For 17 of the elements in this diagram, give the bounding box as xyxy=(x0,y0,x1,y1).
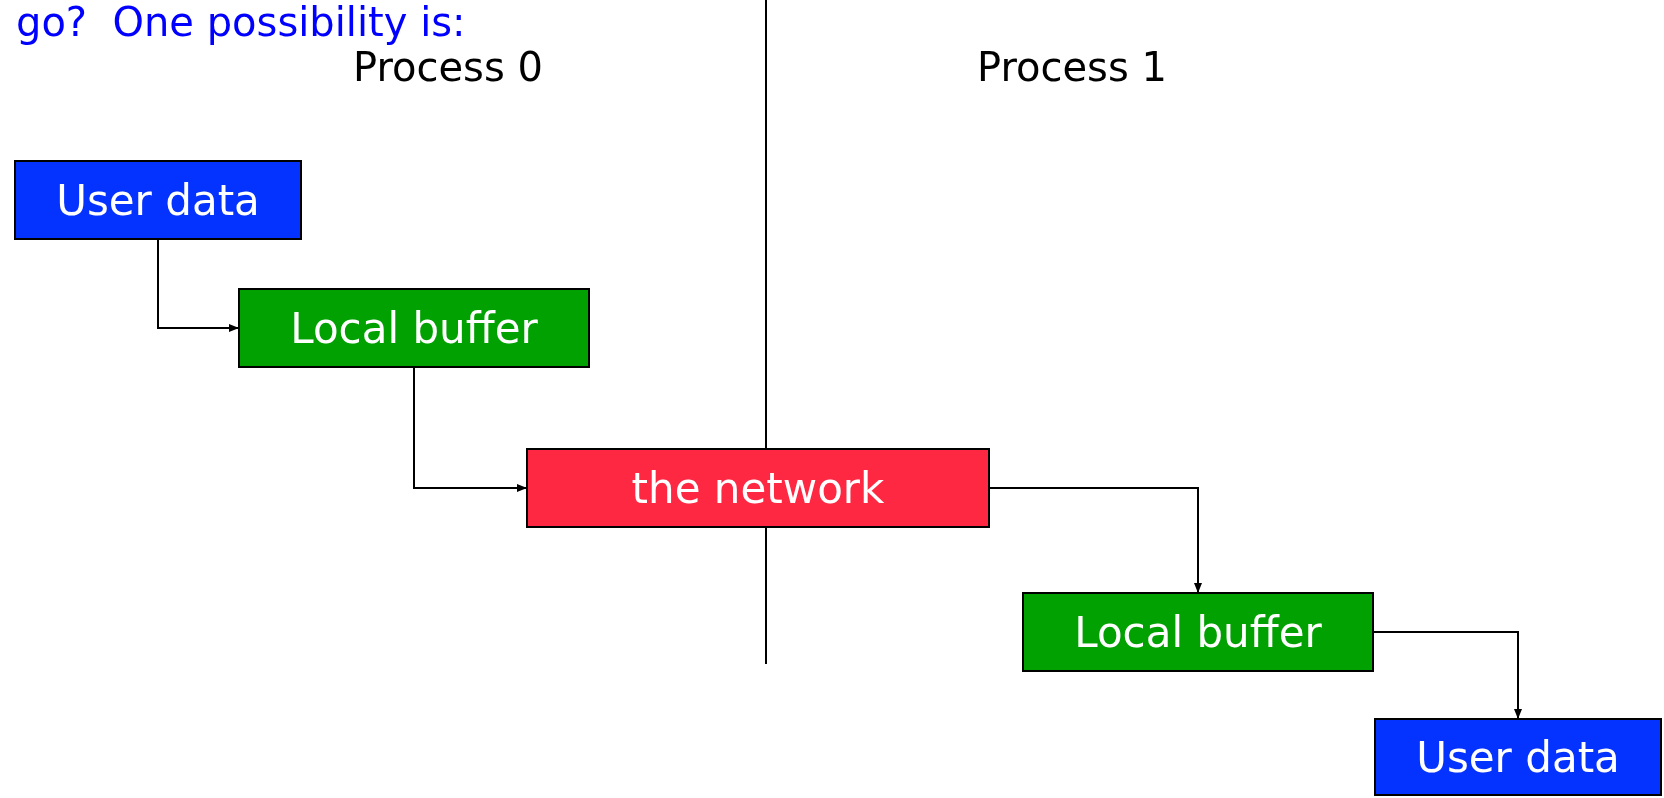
title: go? One possibility is: xyxy=(16,0,466,44)
buffer-box xyxy=(238,288,590,368)
arrow xyxy=(413,367,527,492)
arrow xyxy=(1373,631,1522,719)
box-label: Local buffer xyxy=(290,303,538,353)
box-label: Local buffer xyxy=(1074,607,1322,657)
box-label: User data xyxy=(1416,732,1620,782)
user-box xyxy=(1374,718,1662,796)
arrow xyxy=(157,239,239,332)
buffer-box xyxy=(1022,592,1374,672)
process-label: Process 0 xyxy=(353,44,543,90)
process-label: Process 1 xyxy=(977,44,1167,90)
arrow xyxy=(989,487,1202,593)
network-box xyxy=(526,448,990,528)
box-label: User data xyxy=(56,175,260,225)
box-label: the network xyxy=(631,463,885,513)
user-box xyxy=(14,160,302,240)
